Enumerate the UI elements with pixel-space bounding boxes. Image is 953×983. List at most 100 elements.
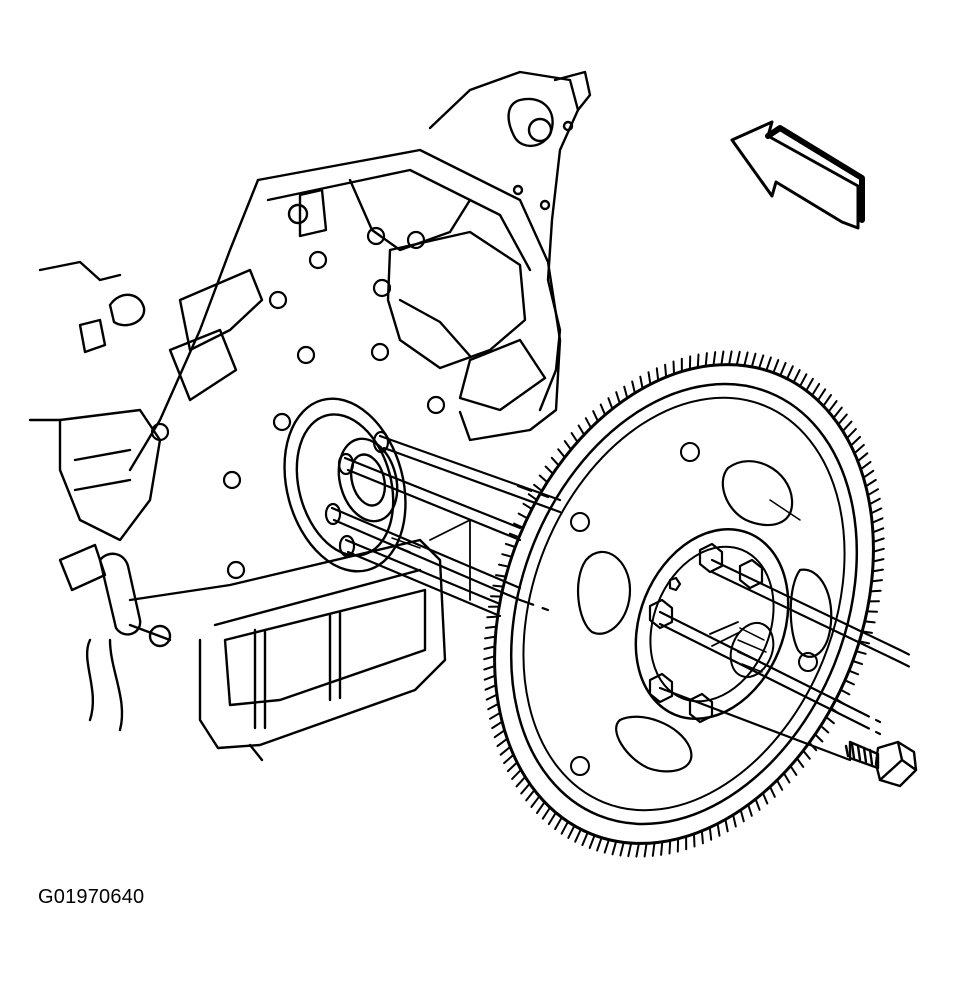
- ring-gear-tooth: [841, 420, 853, 433]
- ring-gear-tooth: [735, 350, 741, 366]
- ring-gear-tooth: [506, 761, 519, 773]
- ring-gear-tooth: [859, 460, 872, 471]
- ring-gear-tooth: [639, 375, 644, 390]
- ring-gear-tooth: [522, 502, 533, 510]
- ring-gear-tooth: [660, 840, 664, 856]
- ring-gear-tooth: [623, 385, 629, 399]
- ring-gear-tooth: [871, 527, 885, 534]
- ring-gear-tooth: [758, 354, 765, 370]
- ring-gear-tooth: [567, 824, 576, 839]
- ring-gear-tooth: [498, 563, 510, 568]
- ring-gear-tooth: [570, 432, 579, 443]
- ring-gear-tooth: [520, 782, 531, 795]
- ring-gear-tooth: [863, 620, 876, 624]
- ring-gear-tooth: [584, 417, 592, 429]
- ring-gear-tooth: [668, 839, 672, 855]
- ring-gear-tooth: [592, 410, 599, 423]
- ring-gear-tooth: [596, 836, 603, 852]
- ring-gear-tooth: [743, 351, 749, 367]
- ring-gear-tooth: [846, 428, 857, 440]
- ring-gear-tooth: [872, 558, 885, 563]
- ring-gear-tooth: [827, 400, 838, 413]
- ring-gear-tooth: [508, 532, 520, 539]
- view-direction-arrow: [730, 120, 865, 230]
- ring-gear-tooth: [664, 363, 668, 379]
- ring-gear-tooth: [517, 512, 529, 520]
- ring-gear-tooth: [611, 840, 618, 856]
- figure-id-label: G01970640: [38, 886, 145, 908]
- ring-gear-tooth: [581, 831, 589, 847]
- ring-gear-tooth: [483, 665, 496, 671]
- ring-gear-tooth: [693, 832, 696, 848]
- ring-gear-tooth: [732, 813, 737, 828]
- ring-gear-tooth: [782, 772, 791, 784]
- ring-gear-tooth: [853, 443, 865, 455]
- ring-gear-tooth: [493, 729, 506, 739]
- ring-gear-tooth: [814, 733, 824, 743]
- ring-gear-tooth: [747, 803, 753, 817]
- ring-gear-tooth: [765, 356, 772, 372]
- ring-gear-tooth: [577, 424, 586, 436]
- ring-gear-tooth: [643, 842, 648, 858]
- ring-gear-tooth: [550, 456, 560, 467]
- ring-gear-tooth: [819, 724, 830, 734]
- ring-gear-tooth: [511, 768, 522, 780]
- ring-gear-tooth: [869, 589, 882, 593]
- ring-gear-tooth: [720, 350, 725, 366]
- ring-gear-tooth: [802, 749, 811, 760]
- ring-gear-tooth: [619, 841, 625, 857]
- ring-gear-tooth: [627, 842, 633, 858]
- ring-gear-tooth: [761, 792, 769, 805]
- ring-gear-tooth: [557, 448, 566, 459]
- ring-gear-tooth: [796, 757, 805, 768]
- ring-gear-tooth: [615, 391, 621, 405]
- flexplate: [483, 350, 885, 858]
- ring-gear-tooth: [603, 838, 610, 854]
- ring-gear-tooth: [708, 826, 713, 841]
- ring-gear-tooth: [487, 702, 500, 711]
- ring-gear-tooth: [728, 350, 733, 366]
- ring-gear-tooth: [486, 615, 499, 619]
- ring-gear-tooth: [862, 469, 875, 479]
- ring-gear-tooth: [851, 660, 864, 666]
- ring-gear-tooth: [655, 367, 660, 382]
- ring-gear-tooth: [858, 640, 870, 645]
- flexplate-bolt: [844, 740, 918, 788]
- ring-gear-tooth: [716, 822, 721, 837]
- ring-gear-tooth: [799, 373, 808, 388]
- ring-gear-tooth: [492, 584, 505, 588]
- ring-gear-tooth: [533, 483, 543, 492]
- alignment-lines: [324, 430, 914, 762]
- ring-gear-tooth: [599, 403, 607, 416]
- ring-gear-tooth: [503, 753, 515, 765]
- ring-gear-tooth: [541, 806, 552, 820]
- ring-gear-tooth: [491, 720, 504, 730]
- ring-gear-tooth: [489, 711, 502, 720]
- ring-gear-tooth: [825, 716, 835, 725]
- ring-gear-tooth: [849, 435, 862, 447]
- ring-gear-tooth: [588, 834, 596, 849]
- ring-gear-tooth: [872, 537, 885, 543]
- ring-gear-tooth: [822, 394, 832, 407]
- ring-gear-tooth: [772, 359, 780, 374]
- ring-gear-tooth: [805, 377, 814, 392]
- ring-gear-tooth: [495, 574, 507, 578]
- ring-gear-tooth: [811, 382, 821, 397]
- ring-gear-tooth: [485, 625, 498, 629]
- ring-gear-tooth: [536, 801, 546, 814]
- ring-gear-tooth: [816, 388, 827, 402]
- ring-gear-tooth: [832, 406, 843, 419]
- ring-gear-teeth: [483, 350, 885, 858]
- ring-gear-tooth: [547, 811, 557, 826]
- ring-gear-tooth: [779, 361, 787, 377]
- ring-gear-tooth: [750, 352, 757, 368]
- ring-gear-tooth: [864, 478, 877, 488]
- ring-gear-tooth: [538, 474, 549, 484]
- ring-gear-tooth: [499, 745, 512, 756]
- ring-gear-tooth: [530, 795, 541, 808]
- ring-gear-tooth: [483, 674, 497, 681]
- ring-gear-tooth: [839, 688, 851, 696]
- ring-gear-tooth: [870, 579, 883, 583]
- ring-gear-tooth: [527, 493, 538, 501]
